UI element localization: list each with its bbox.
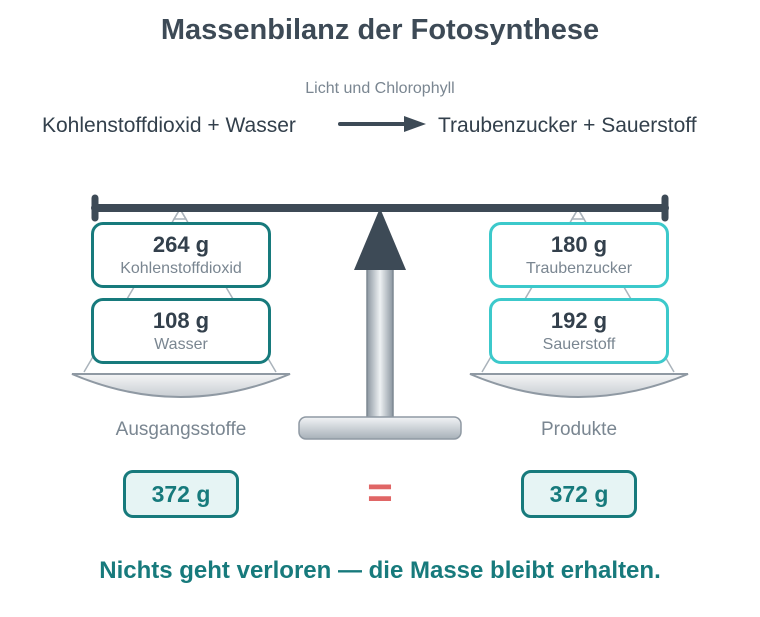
- products-text: Traubenzucker + Sauerstoff: [438, 114, 697, 137]
- mass-value: 180 g: [550, 232, 608, 257]
- reaction-condition: Licht und Chlorophyll: [305, 80, 455, 97]
- substance-name: Kohlenstoffdioxid: [120, 260, 242, 277]
- conclusion-text: Nichts geht verloren — die Masse bleibt …: [99, 557, 661, 584]
- left-pan: [71, 373, 291, 398]
- reactants-text: Kohlenstoffdioxid + Wasser: [42, 114, 296, 137]
- page-title: Massenbilanz der Fotosynthese: [160, 14, 600, 46]
- reactants-label: Ausgangsstoffe: [115, 419, 247, 440]
- equals-sign: =: [367, 468, 393, 517]
- scale-post: [366, 265, 394, 419]
- products-total: 372 g: [521, 470, 637, 518]
- mass-box-glucose: 180 g Traubenzucker: [489, 222, 669, 288]
- substance-name: Traubenzucker: [525, 260, 633, 277]
- scale-base: [298, 416, 462, 440]
- scale-beam: [91, 194, 669, 222]
- mass-value: 108 g: [152, 308, 210, 333]
- mass-value: 264 g: [152, 232, 210, 257]
- mass-value: 192 g: [550, 308, 608, 333]
- reactants-total: 372 g: [123, 470, 239, 518]
- substance-name: Wasser: [154, 336, 208, 353]
- mass-box-water: 108 g Wasser: [91, 298, 271, 364]
- mass-box-carbon-dioxide: 264 g Kohlenstoffdioxid: [91, 222, 271, 288]
- mass-box-oxygen: 192 g Sauerstoff: [489, 298, 669, 364]
- products-label: Produkte: [540, 419, 618, 440]
- reaction-arrow: [338, 116, 426, 132]
- substance-name: Sauerstoff: [542, 336, 616, 353]
- scale-fulcrum: [354, 208, 406, 270]
- right-pan: [469, 373, 689, 398]
